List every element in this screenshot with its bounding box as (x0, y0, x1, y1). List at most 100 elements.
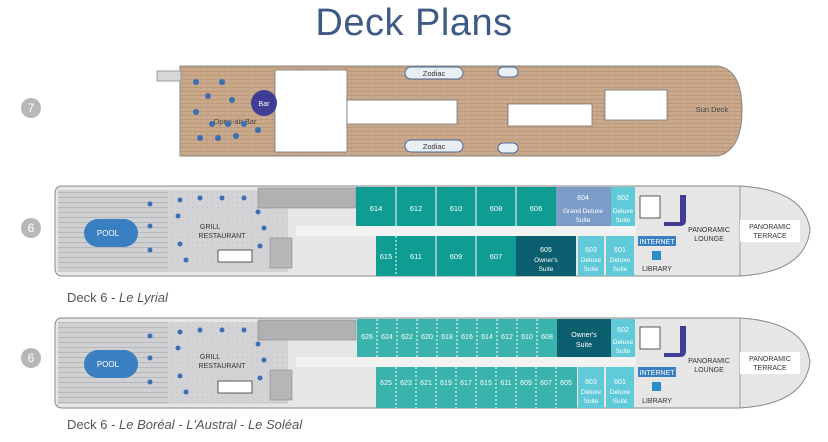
suite-603-suite: Suite (584, 266, 599, 273)
cabin-620-label: 620 (421, 334, 433, 341)
deck-6-boreal-plan: POOL GRILL RESTAURANT 626 624 622 620 61… (54, 317, 811, 409)
suite-605-number: 605 (540, 247, 552, 254)
deck-7-open-air-bar-label: Open-air Bar (214, 117, 257, 126)
deck-6b-corridor (296, 357, 636, 367)
suite-604-type: Grand Deluxe (563, 208, 603, 215)
deck-6b-stair-block (257, 319, 357, 341)
deck-6b-internet-badge (638, 367, 676, 377)
suite-601-suite: Suite (613, 266, 628, 273)
cabin-626-label: 626 (361, 334, 373, 341)
deck-7-bar-label: Bar (259, 101, 271, 108)
cabin-611-label: 611 (410, 252, 422, 261)
deck-6-lyrial-caption: Deck 6 - Le Lyrial (67, 290, 168, 305)
caption-ship-name: Le Lyrial (119, 290, 168, 305)
suite-602 (611, 187, 635, 226)
cabin-607-label: 607 (540, 380, 552, 387)
suite-602-suite: Suite (616, 217, 631, 224)
suite-604-suite: Suite (576, 217, 591, 224)
cabin-605-label: 605 (560, 380, 572, 387)
deck-6b-library-icon (652, 382, 661, 391)
cabin-611-label: 611 (500, 380, 511, 387)
deck-6a-terrace-label-box (740, 220, 800, 242)
deck-6b-suite-603-type: Deluxe (581, 389, 602, 396)
suite-602-number: 602 (617, 195, 629, 202)
deck-6b-suite-601-number: 601 (614, 379, 626, 386)
cabin-624-label: 624 (381, 334, 393, 341)
deck-6b-restaurant-seating (147, 327, 267, 395)
cabin-617-label: 617 (460, 380, 472, 387)
cabin-623-label: 623 (400, 380, 412, 387)
suite-601-type: Deluxe (610, 257, 631, 264)
cabin-621-label: 621 (420, 380, 432, 387)
deck-7-zodiac-bottom: Zodiac (404, 139, 519, 154)
cabin-625-label: 625 (380, 380, 392, 387)
deck-6b-suite-602-type: Deluxe (613, 339, 634, 346)
cabin-612-label: 612 (501, 334, 513, 341)
suite-601 (606, 236, 634, 276)
cabin-618-label: 618 (441, 334, 453, 341)
suite-602-type: Deluxe (613, 208, 634, 215)
cabin-610-label: 610 (521, 334, 533, 341)
deck-6b-suite-601-type: Deluxe (610, 389, 631, 396)
deck-6b-suite-603-number: 603 (585, 379, 597, 386)
deck-6b-bottom-cabins: 625 623 621 619 617 615 611 609 607 605 … (376, 367, 634, 408)
deck-7-number-badge: 7 (21, 98, 41, 118)
deck-6b-suite-602 (611, 319, 635, 357)
deck-6a-library-label: LIBRARY (642, 266, 672, 273)
deck-6b-suite-602-suite: Suite (616, 348, 631, 355)
deck-7-zodiac-bottom-label: Zodiac (423, 142, 446, 151)
deck-6b-panoramic-lounge-line2: LOUNGE (694, 367, 724, 374)
owners-suite-605 (516, 236, 576, 276)
deck-6b-restaurant-label: RESTAURANT (199, 363, 247, 370)
deck-6b-suite-601-suite: Suite (613, 398, 628, 405)
cabin-608-label: 608 (541, 334, 553, 341)
deck-6a-restaurant-seating (147, 195, 267, 263)
deck-7-open-area-center (346, 99, 458, 125)
cabin-614-label: 614 (370, 204, 383, 213)
cabin-622-label: 622 (401, 334, 413, 341)
cabin-606-label: 606 (530, 204, 543, 213)
deck-6-boreal-number-badge: 6 (21, 348, 41, 368)
caption-prefix: Deck 6 - (67, 290, 120, 305)
deck-7-plan: Bar Open-air Bar Sun Deck Zodiac Zodiac (156, 65, 743, 157)
deck-6a-panoramic-lounge-line2: LOUNGE (694, 236, 724, 243)
deck-6b-owners-suite (557, 319, 611, 357)
deck-7-open-area-mid (507, 103, 593, 127)
page-title: Deck Plans (315, 2, 513, 44)
deck-6b-panoramic-lounge-line1: PANORAMIC (688, 358, 730, 365)
suite-605-suite: Suite (539, 266, 554, 273)
cabin-615-label: 615 (380, 252, 393, 261)
deck-6a-stairs (269, 237, 293, 269)
deck-6b-owners-suite-line2: Suite (576, 342, 592, 349)
deck-6a-grill-label: GRILL (200, 224, 220, 231)
suite-604-number: 604 (577, 195, 589, 202)
deck-6b-library-label: LIBRARY (642, 398, 672, 405)
deck-6a-internet-label: INTERNET (640, 239, 676, 246)
deck-6a-panoramic-lounge-line1: PANORAMIC (688, 227, 730, 234)
deck-7-zodiac-small-bottom (497, 142, 519, 154)
deck-6b-owners-suite-line1: Owner's (571, 332, 597, 339)
deck-7-zodiac-small-top (497, 66, 519, 78)
deck-6a-pool-label: POOL (97, 229, 120, 238)
cabin-614-label: 614 (481, 334, 493, 341)
deck-6a-pool (84, 219, 138, 247)
deck-6b-restroom-icon (217, 380, 253, 394)
cabin-607-label: 607 (490, 252, 503, 261)
cabin-610-label: 610 (450, 204, 463, 213)
deck-6b-terrace-label-box (740, 352, 800, 374)
deck-7-stern-step (156, 70, 182, 82)
deck-7-lounge-seating (193, 79, 261, 141)
suite-603 (578, 236, 604, 276)
deck-6a-restaurant-label: RESTAURANT (199, 233, 247, 240)
deck-6b-suite-603 (578, 367, 604, 408)
deck-6a-restroom-icon (217, 249, 253, 263)
cabin-609-label: 609 (450, 252, 463, 261)
cabin-616-label: 616 (461, 334, 473, 341)
deck-6b-pool-label: POOL (97, 360, 120, 369)
deck-6b-lounge-bar-shape (664, 326, 686, 357)
deck-6a-internet-badge (638, 236, 676, 246)
deck-6b-suite-602-number: 602 (617, 327, 629, 334)
deck-6b-internet-label: INTERNET (640, 370, 676, 377)
deck-7-sun-deck-label: Sun Deck (696, 105, 729, 114)
deck-6-boreal-caption: Deck 6 - Le Boréal - L'Austral - Le Solé… (67, 417, 302, 432)
